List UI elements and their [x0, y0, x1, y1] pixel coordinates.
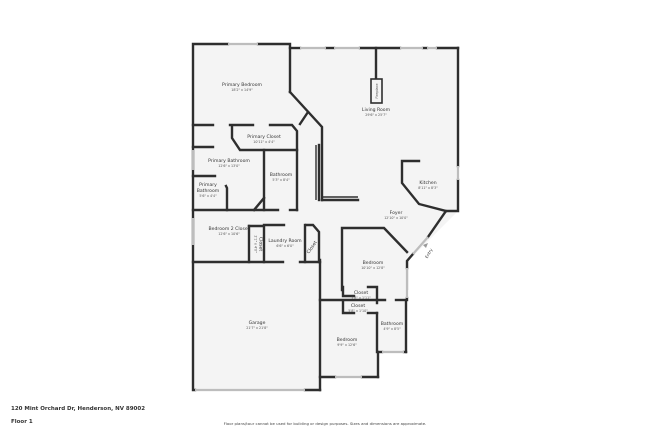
closet-vertical-dim: 2'1" x 4'0": [254, 235, 258, 253]
bathroom-1-label: Bathroom: [270, 172, 293, 178]
exterior-walls: [191, 42, 460, 392]
bathroom-1-dim: 5'3" x 8'4": [272, 178, 290, 182]
entry-marker: Entry: [423, 243, 434, 259]
disclaimer: Floor plans/tour cannot be used for buil…: [223, 421, 427, 426]
living-room-dim: 29'6" x 25'7": [365, 113, 387, 117]
windows: [191, 42, 460, 392]
primary-bathroom-dim: 12'6" x 13'0": [218, 164, 240, 168]
property-address: 120 Mint Orchard Dr, Henderson, NV 89002: [11, 406, 146, 412]
primary-closet-dim: 10'11" x 4'4": [253, 140, 275, 144]
garage-label: Garage: [249, 320, 266, 326]
bedroom-2-closet-label: Bedroom 2 Closet: [209, 226, 250, 232]
living-room-label: Living Room: [362, 107, 391, 113]
interior-walls: [191, 90, 448, 354]
kitchen-label: Kitchen: [419, 180, 436, 186]
bathroom-2-dim: 4'9" x 8'5": [383, 327, 401, 331]
primary-bathroom-small-label-2: Bathroom: [197, 188, 220, 194]
laundry-room-dim: 6'6" x 6'0": [276, 244, 294, 248]
bathroom-2-label: Bathroom: [381, 321, 404, 327]
laundry-room-label: Laundry Room: [268, 238, 302, 244]
closet-a-label: Closet: [354, 290, 369, 296]
primary-bedroom-dim: 18'2" x 14'9": [231, 88, 253, 92]
bedroom-2-label: Bedroom: [337, 337, 358, 343]
kitchen-dim: 8'11" x 8'3": [418, 186, 438, 190]
garage-dim: 21'7" x 21'8": [246, 326, 268, 330]
primary-closet-label: Primary Closet: [247, 134, 281, 140]
bedroom-2-dim: 9'9" x 12'6": [337, 343, 357, 347]
bedroom-2-closet-dim: 12'6" x 10'6": [218, 232, 240, 236]
entry-label: Entry: [424, 247, 434, 259]
entry-arrow-icon: [423, 243, 428, 248]
closet-vertical-label: Closet: [258, 237, 264, 252]
fireplace: Fireplace: [370, 46, 383, 104]
primary-bathroom-label: Primary Bathroom: [208, 158, 250, 164]
closet-b-dim: 5'8" x 1'10": [348, 309, 368, 313]
primary-bathroom-small-label-1: Primary: [199, 182, 217, 188]
closet-a-dim: 5'8" x 1'11": [351, 296, 371, 300]
closet-b-label: Closet: [351, 303, 366, 309]
fireplace-label: Fireplace: [375, 83, 379, 98]
bedroom-1-label: Bedroom: [363, 260, 384, 266]
foyer-label: Foyer: [390, 210, 403, 216]
primary-bathroom-small-dim: 5'6" x 4'4": [199, 194, 217, 198]
floor-label: Floor 1: [11, 419, 33, 425]
bedroom-1-dim: 10'10" x 12'8": [361, 266, 385, 270]
floor-area: [193, 44, 458, 390]
foyer-dim: 12'10" x 10'0": [384, 216, 408, 220]
primary-bedroom-label: Primary Bedroom: [222, 82, 263, 88]
